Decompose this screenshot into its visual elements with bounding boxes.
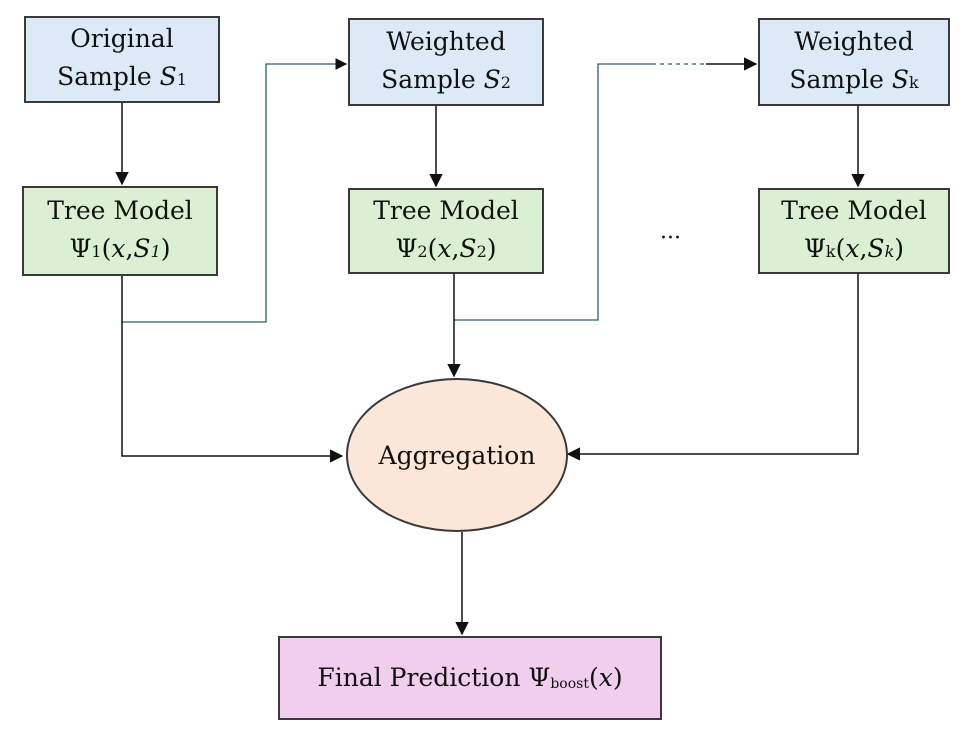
sample2-line1: Weighted — [386, 26, 506, 56]
weighted-sample-2-box: Weighted Sample S2 — [348, 18, 544, 106]
sample1-index: 1 — [176, 70, 187, 89]
treek-open: ( — [835, 233, 846, 263]
samplek-index: k — [908, 72, 919, 92]
treek-comma: , — [859, 233, 868, 263]
tree2-psi: Ψ — [395, 233, 418, 263]
tree1-title: Tree Model — [47, 195, 193, 225]
tree1-open: ( — [101, 233, 112, 263]
tree2-index: 2 — [417, 241, 428, 261]
connector-tree2-to-samplek-a — [454, 63, 652, 321]
tree1-s: S — [133, 233, 151, 263]
tree1-close: ) — [160, 233, 171, 263]
tree1-s-index: 1 — [150, 241, 161, 261]
arrow-tree1-to-aggregation — [121, 276, 344, 463]
tree1-x: x — [111, 233, 126, 263]
tree1-formula: Ψ1(x,S1) — [69, 230, 170, 271]
sample2-prefix: Sample — [381, 64, 484, 94]
samplek-line1: Weighted — [794, 26, 914, 56]
tree1-comma: , — [125, 233, 134, 263]
treek-s: S — [867, 233, 885, 263]
sample2-line2: Sample S2 — [381, 61, 511, 102]
treek-index: k — [825, 241, 836, 261]
aggregation-label: Aggregation — [378, 440, 536, 470]
final-x: x — [598, 663, 613, 692]
connector-tree1-to-sample2 — [122, 58, 348, 323]
samplek-symbol: S — [891, 64, 909, 94]
tree2-close: ) — [486, 233, 497, 263]
final-open: ( — [588, 663, 599, 692]
treek-formula: Ψk(x,Sk) — [804, 230, 904, 271]
aggregation-node: Aggregation — [346, 378, 568, 532]
weighted-sample-k-box: Weighted Sample Sk — [758, 18, 950, 106]
tree2-open: ( — [427, 233, 438, 263]
final-sub: boost — [550, 676, 589, 692]
tree2-comma: , — [451, 233, 460, 263]
tree1-index: 1 — [91, 241, 102, 261]
tree-model-k-box: Tree Model Ψk(x,Sk) — [758, 188, 950, 274]
sample1-prefix: Sample — [57, 62, 160, 91]
tree-model-2-box: Tree Model Ψ2(x,S2) — [348, 188, 544, 274]
tree2-formula: Ψ2(x,S2) — [395, 230, 496, 271]
treek-x: x — [845, 233, 860, 263]
sample2-index: 2 — [500, 72, 511, 92]
samplek-prefix: Sample — [789, 64, 892, 94]
treek-close: ) — [894, 233, 905, 263]
sample2-symbol: S — [483, 64, 501, 94]
treek-psi: Ψ — [803, 233, 826, 263]
ellipsis: ··· — [660, 226, 681, 251]
original-sample-box: Original Sample S1 — [24, 16, 220, 103]
treek-title: Tree Model — [781, 195, 927, 225]
tree2-s-index: 2 — [476, 241, 487, 261]
sample1-symbol: S — [159, 62, 177, 91]
sample1-line2: Sample S1 — [57, 58, 187, 99]
samplek-line2: Sample Sk — [789, 61, 918, 102]
final-psi: Ψ — [528, 663, 551, 692]
tree-model-1-box: Tree Model Ψ1(x,S1) — [22, 186, 218, 276]
tree2-title: Tree Model — [373, 195, 519, 225]
sample1-line1: Original — [70, 24, 174, 53]
tree2-x: x — [437, 233, 452, 263]
final-close: ) — [612, 663, 623, 692]
final-prefix: Final Prediction — [317, 663, 529, 692]
tree2-s: S — [459, 233, 477, 263]
treek-s-index: k — [884, 241, 895, 261]
tree1-psi: Ψ — [69, 233, 92, 263]
arrow-treek-to-aggregation — [566, 274, 859, 461]
